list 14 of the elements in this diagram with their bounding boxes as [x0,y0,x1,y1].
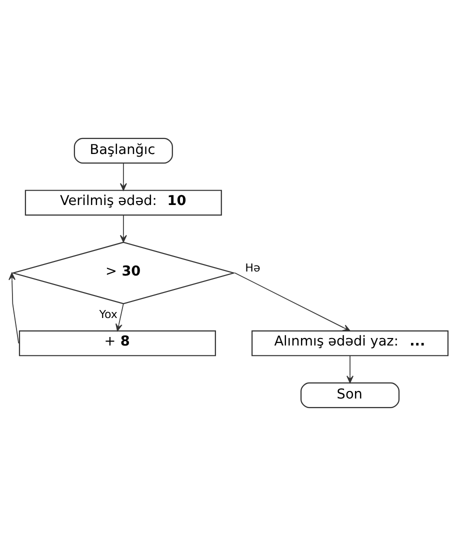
node-box: Son [300,382,400,408]
arrow [234,272,350,332]
arrow [8,272,20,344]
node-box: Alınmış ədədi yaz: ... [252,330,449,356]
arrow [120,214,127,243]
arrow [346,355,354,384]
node-box: + 8 [18,330,216,356]
edge-label: Yox [99,308,118,322]
node-box: Verilmiş ədəd: 10 [24,190,222,216]
edge-label: Hə [245,262,260,275]
node-box: Başlanğıc [74,138,173,164]
node-diamond: > 30 [11,242,236,304]
arrow [120,162,127,191]
arrow [116,303,124,332]
